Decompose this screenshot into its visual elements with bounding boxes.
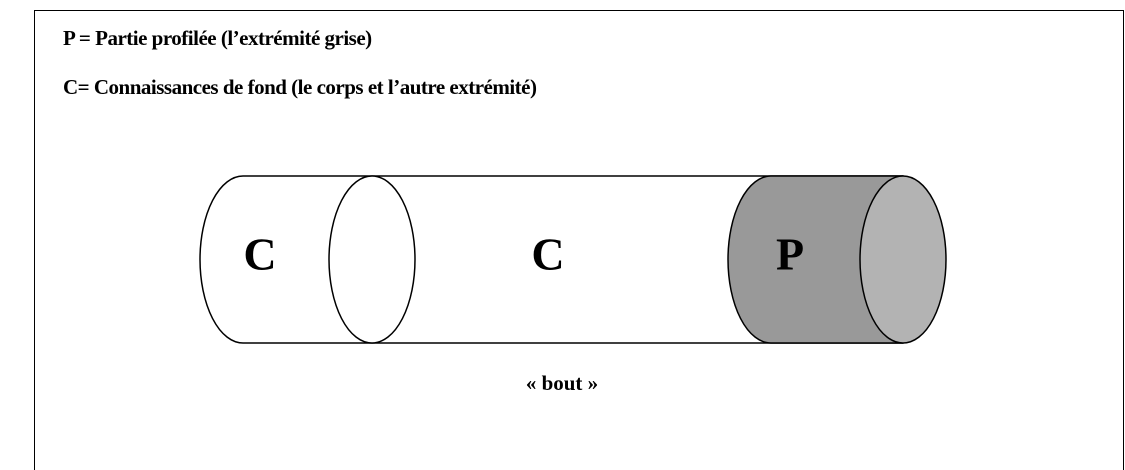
- profiled-end-cap: [859, 175, 947, 344]
- profiled-label: P: [776, 229, 804, 280]
- left-end-label: C: [243, 229, 276, 280]
- body-label: C: [531, 229, 564, 280]
- left-section-divider: [328, 175, 416, 344]
- profiled-segment: [727, 175, 904, 344]
- diagram-frame: [34, 10, 1124, 470]
- legend-profiled-part: P = Partie profilée (l’extrémité grise): [63, 26, 372, 50]
- cylinder-diagram: C C P: [199, 175, 947, 344]
- bout-caption: « bout »: [525, 371, 599, 395]
- legend-background-knowledge: C= Connaissances de fond (le corps et l’…: [63, 75, 537, 99]
